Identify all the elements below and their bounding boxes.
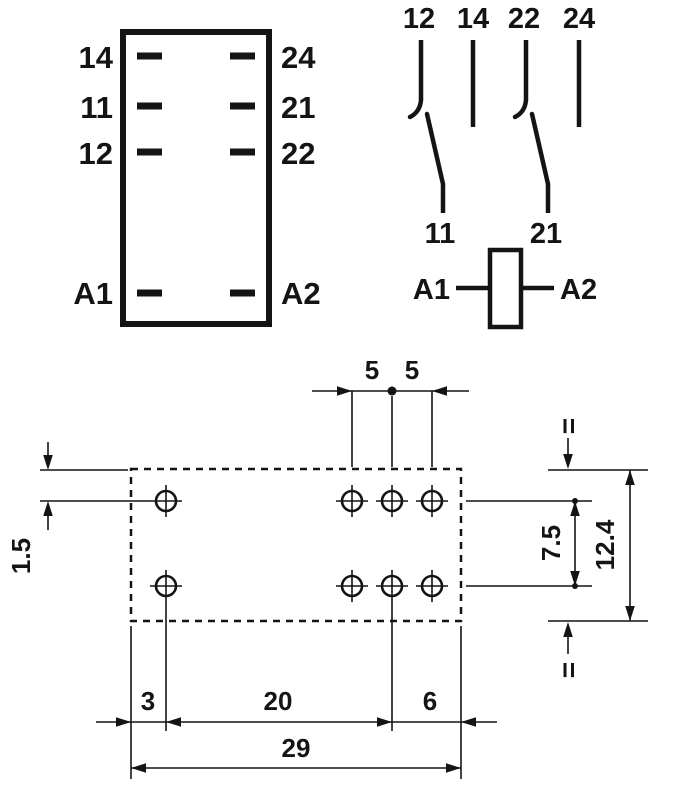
- pin-mark: [137, 52, 162, 60]
- coil-label-a1: A1: [413, 274, 450, 306]
- contact-hook-22: [512, 97, 529, 120]
- pin-label-11: 11: [80, 90, 113, 125]
- terminal-label-21: 21: [530, 218, 562, 250]
- dimension-node-dot: [572, 583, 578, 589]
- coil-label-a2: A2: [560, 274, 597, 306]
- pin-mark: [137, 102, 162, 110]
- drill-hole: [334, 568, 370, 604]
- pin-label-12: 12: [79, 136, 113, 171]
- dim-right-side: 7.5 12.4 = =: [466, 418, 648, 678]
- dim-text-12-4: 12.4: [590, 519, 620, 570]
- drill-hole: [374, 568, 410, 604]
- coil-symbol: [487, 247, 524, 330]
- pin-label-21: 21: [281, 90, 315, 125]
- terminal-label-24: 24: [563, 3, 595, 35]
- pin-mark: [230, 289, 255, 297]
- contact-schematic: 12 14 22 24 11 21 A1 A2: [403, 3, 597, 330]
- drill-hole: [334, 483, 370, 519]
- dim-text-7-5: 7.5: [536, 525, 566, 561]
- contact-blade-21: [529, 111, 551, 187]
- arrowhead: [166, 717, 181, 727]
- pin-label-a1: A1: [73, 276, 113, 311]
- relay-body-outline: [120, 29, 272, 327]
- arrowhead: [625, 470, 635, 485]
- dim-text-20: 20: [264, 686, 293, 716]
- arrowhead: [337, 386, 352, 396]
- pin-label-22: 22: [281, 136, 315, 171]
- terminal-label-11: 11: [425, 218, 456, 250]
- arrowhead: [43, 501, 53, 516]
- terminal-label-22: 22: [508, 3, 540, 35]
- arrowhead: [446, 763, 461, 773]
- dim-text-5-left: 5: [365, 355, 379, 385]
- pin-mark: [230, 102, 255, 110]
- arrowhead: [116, 717, 131, 727]
- arrowhead: [563, 622, 573, 637]
- drill-hole: [148, 568, 184, 604]
- pin-mark: [137, 148, 162, 156]
- pin-mark: [230, 148, 255, 156]
- dim-text-5-right: 5: [405, 355, 419, 385]
- dim-text-1-5: 1.5: [6, 538, 36, 574]
- terminal-label-14: 14: [457, 3, 489, 35]
- dim-text-29: 29: [282, 733, 311, 763]
- drill-hole: [148, 483, 184, 519]
- dim-text-3: 3: [141, 686, 155, 716]
- equal-mark-bottom: =: [553, 662, 584, 678]
- footprint-outline: [129, 467, 463, 623]
- pin-label-14: 14: [79, 40, 114, 75]
- dim-text-6: 6: [423, 686, 437, 716]
- dim-edge-offset: 1.5: [6, 442, 150, 574]
- dim-top-pitch: 5 5: [312, 355, 469, 467]
- drilling-plan: 5 5 1.5 7.5 12.4: [6, 355, 648, 779]
- arrowhead: [43, 455, 53, 470]
- arrowhead: [432, 386, 447, 396]
- equal-mark-top: =: [553, 418, 584, 434]
- dimension-node-dot: [387, 386, 397, 396]
- arrowhead: [377, 717, 392, 727]
- pin-label-a2: A2: [281, 276, 321, 311]
- drill-hole: [414, 568, 450, 604]
- dim-bottom: 3 20 6 29: [96, 602, 497, 779]
- pin-layout-view: 14 11 12 A1 24 21 22 A2: [73, 29, 321, 327]
- arrowhead: [461, 717, 476, 727]
- contact-hook-12: [407, 97, 424, 120]
- drill-hole: [414, 483, 450, 519]
- contact-blade-11: [424, 111, 446, 187]
- pin-mark: [230, 52, 255, 60]
- pin-mark: [137, 289, 162, 297]
- drill-hole: [374, 483, 410, 519]
- arrowhead: [131, 763, 146, 773]
- arrowhead: [563, 454, 573, 469]
- dimension-node-dot: [572, 498, 578, 504]
- arrowhead: [625, 606, 635, 621]
- terminal-label-12: 12: [403, 3, 435, 35]
- pin-label-24: 24: [281, 40, 316, 75]
